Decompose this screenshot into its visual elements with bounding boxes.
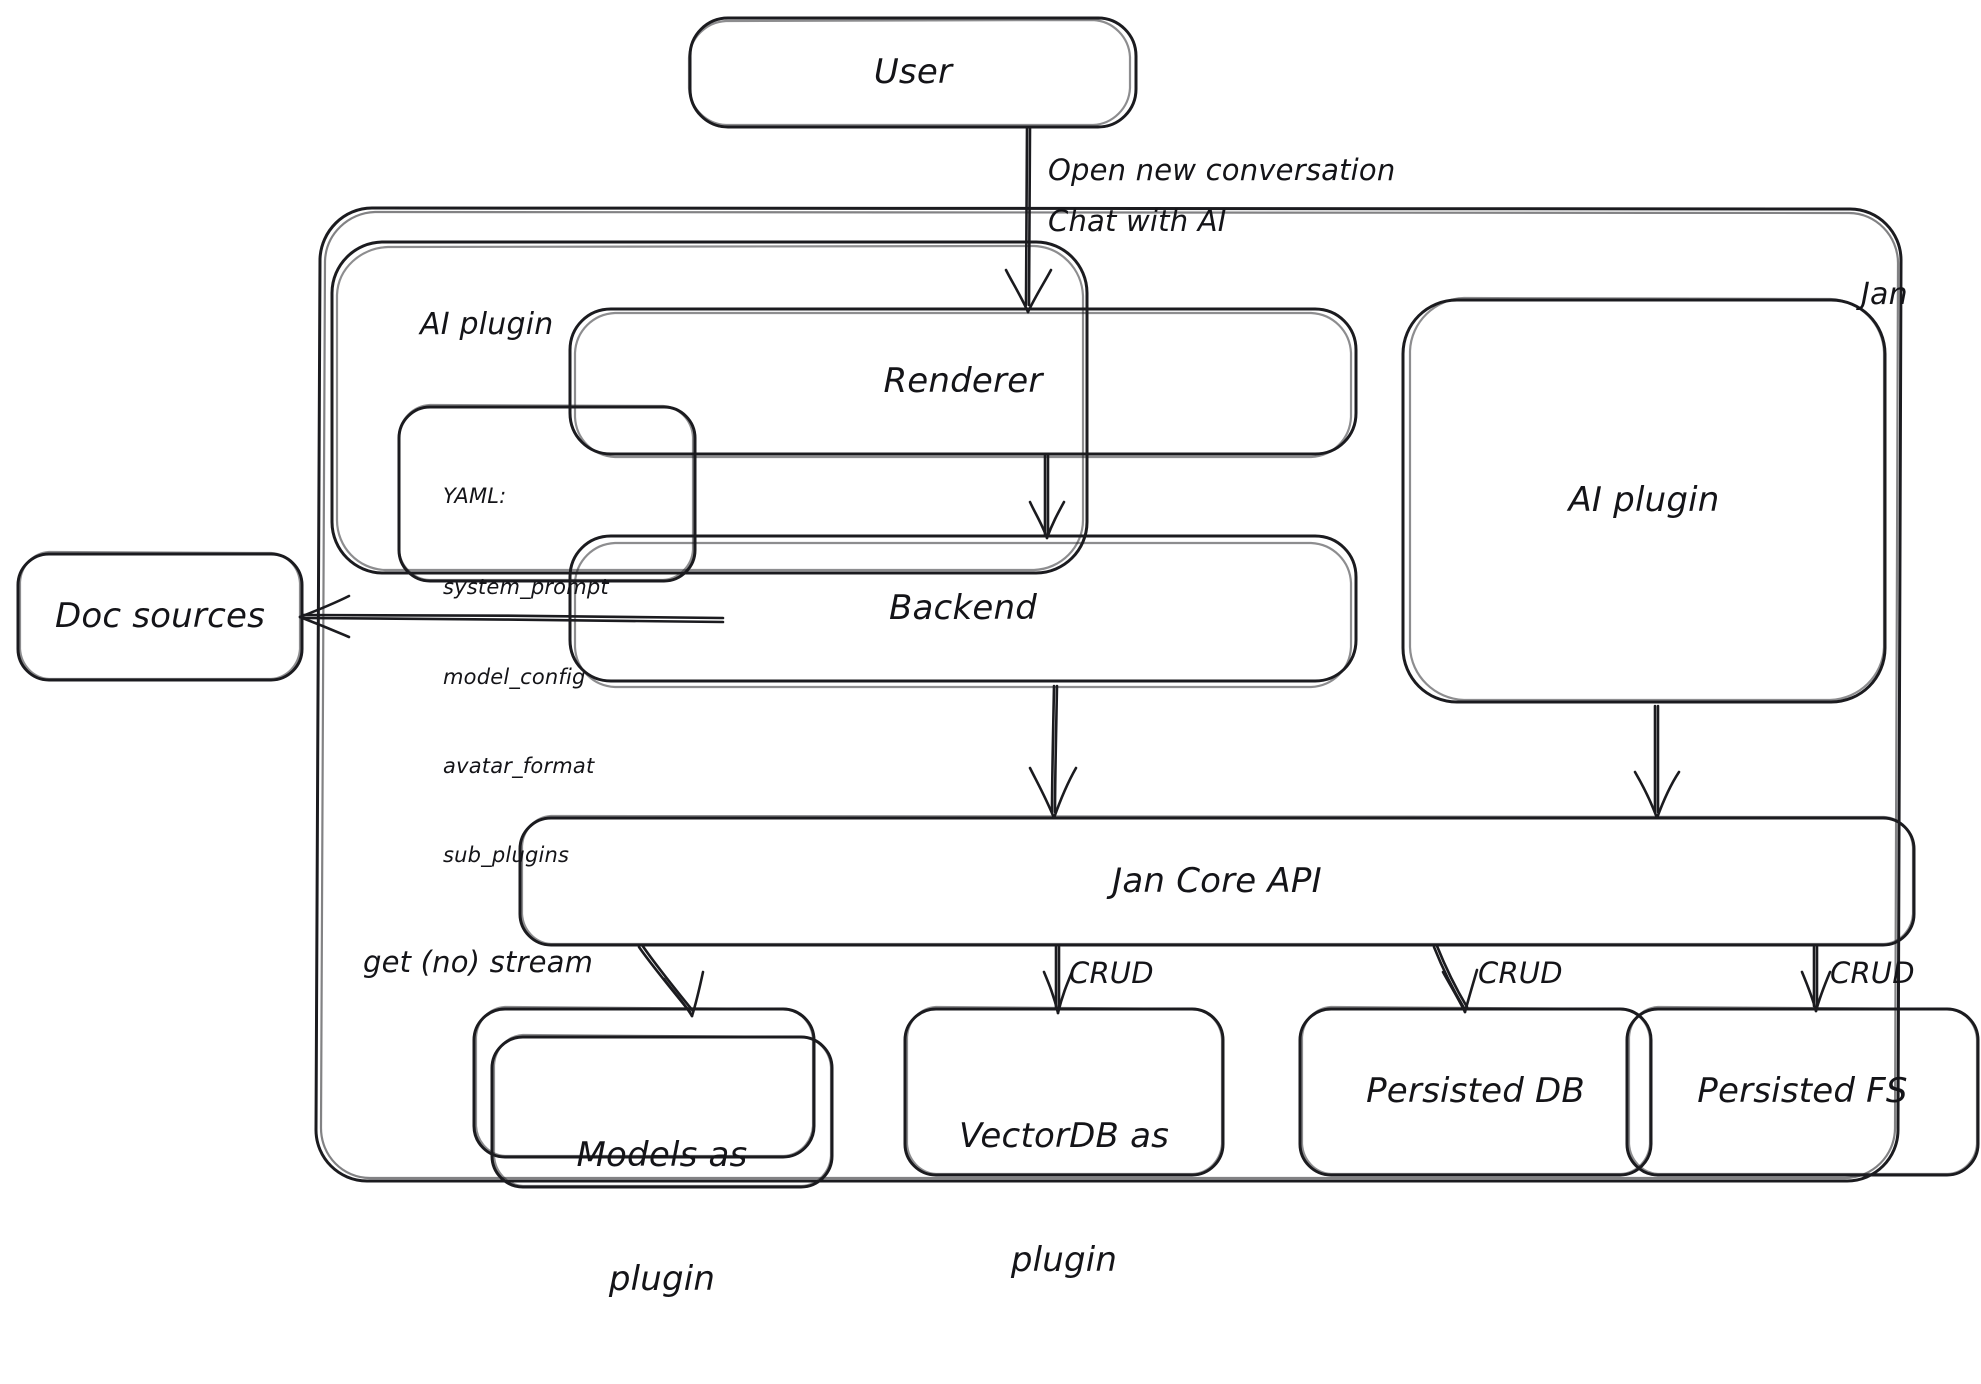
edge-user-to-renderer	[1004, 126, 1053, 314]
edge-ai-plugin-to-jan-core-api	[1633, 704, 1681, 820]
edge-label-get-no-stream: get (no) stream	[363, 945, 594, 979]
edge-jan-core-api-to-persisted-fs	[1800, 945, 1832, 1013]
edge-renderer-to-backend	[1028, 453, 1066, 540]
diagram-canvas	[16, 16, 1980, 1189]
edge-label-open-new-conversation: Open new conversation	[1048, 153, 1396, 187]
doc-sources-node-label[interactable]: Doc sources	[54, 596, 266, 637]
edge-jan-core-api-to-persisted-db	[1432, 944, 1479, 1014]
models-plugin-node-shape[interactable]	[472, 1005, 834, 1189]
ai-plugin-node-shape[interactable]	[1401, 296, 1887, 704]
yaml-card-shape[interactable]	[397, 403, 697, 583]
edge-label-chat-with-ai: Chat with AI	[1048, 204, 1227, 238]
models-plugin-label-line1: Models as	[576, 1134, 748, 1175]
ai-plugin-group-label: AI plugin	[420, 307, 554, 342]
models-plugin-node-label[interactable]: Models as plugin	[492, 1052, 832, 1384]
models-plugin-label-line2: plugin	[608, 1259, 716, 1300]
edge-backend-to-jan-core-api	[1028, 684, 1078, 820]
user-node-shape[interactable]	[687, 16, 1138, 129]
edge-jan-core-api-to-models-plugin	[637, 943, 705, 1018]
jan-container-label: Jan	[1861, 277, 1908, 312]
persisted-db-node-label[interactable]: Persisted DB	[1366, 1071, 1585, 1112]
backend-node-shape[interactable]	[568, 534, 1358, 689]
yaml-key-avatar-format: avatar_format	[443, 753, 595, 778]
edge-label-crud-persisted-fs: CRUD	[1830, 956, 1915, 990]
vectordb-plugin-label-line1: VectorDB as	[958, 1115, 1170, 1156]
vectordb-plugin-node-label[interactable]: VectorDB as plugin	[905, 1033, 1223, 1365]
doc-sources-node-shape[interactable]	[16, 550, 304, 682]
persisted-fs-node-shape[interactable]	[1625, 1005, 1980, 1177]
backend-node-label[interactable]: Backend	[889, 587, 1037, 628]
user-node-label[interactable]: User	[873, 51, 953, 92]
edge-label-crud-persisted-db: CRUD	[1478, 956, 1563, 990]
vectordb-plugin-label-line2: plugin	[1010, 1240, 1118, 1281]
persisted-db-node-shape[interactable]	[1298, 1005, 1653, 1177]
jan-container-shape[interactable]	[314, 206, 1903, 1183]
persisted-fs-node-label[interactable]: Persisted FS	[1697, 1071, 1908, 1112]
renderer-node-shape[interactable]	[568, 307, 1358, 459]
jan-core-api-node-label[interactable]: Jan Core API	[1112, 860, 1322, 901]
yaml-key-system-prompt: system_prompt	[443, 575, 609, 600]
yaml-card-heading: YAML:	[443, 483, 507, 508]
ai-plugin-group-shape[interactable]	[330, 240, 1089, 575]
edge-jan-core-api-to-vectordb-plugin	[1042, 945, 1074, 1015]
ai-plugin-node-label[interactable]: AI plugin	[1568, 480, 1720, 521]
yaml-card-content[interactable]: YAML: system_prompt model_config avatar_…	[443, 422, 609, 931]
yaml-key-model-config: model_config	[443, 664, 586, 689]
edge-label-crud-vectordb: CRUD	[1069, 956, 1154, 990]
yaml-key-sub-plugins: sub_plugins	[443, 843, 570, 868]
vectordb-plugin-node-shape[interactable]	[903, 1005, 1225, 1177]
renderer-node-label[interactable]: Renderer	[883, 360, 1043, 401]
edge-backend-to-doc-sources	[298, 594, 725, 639]
architecture-diagram: Jan AI plugin User Renderer Backend AI p…	[16, 16, 1980, 1300]
jan-core-api-node-shape[interactable]	[518, 814, 1916, 947]
